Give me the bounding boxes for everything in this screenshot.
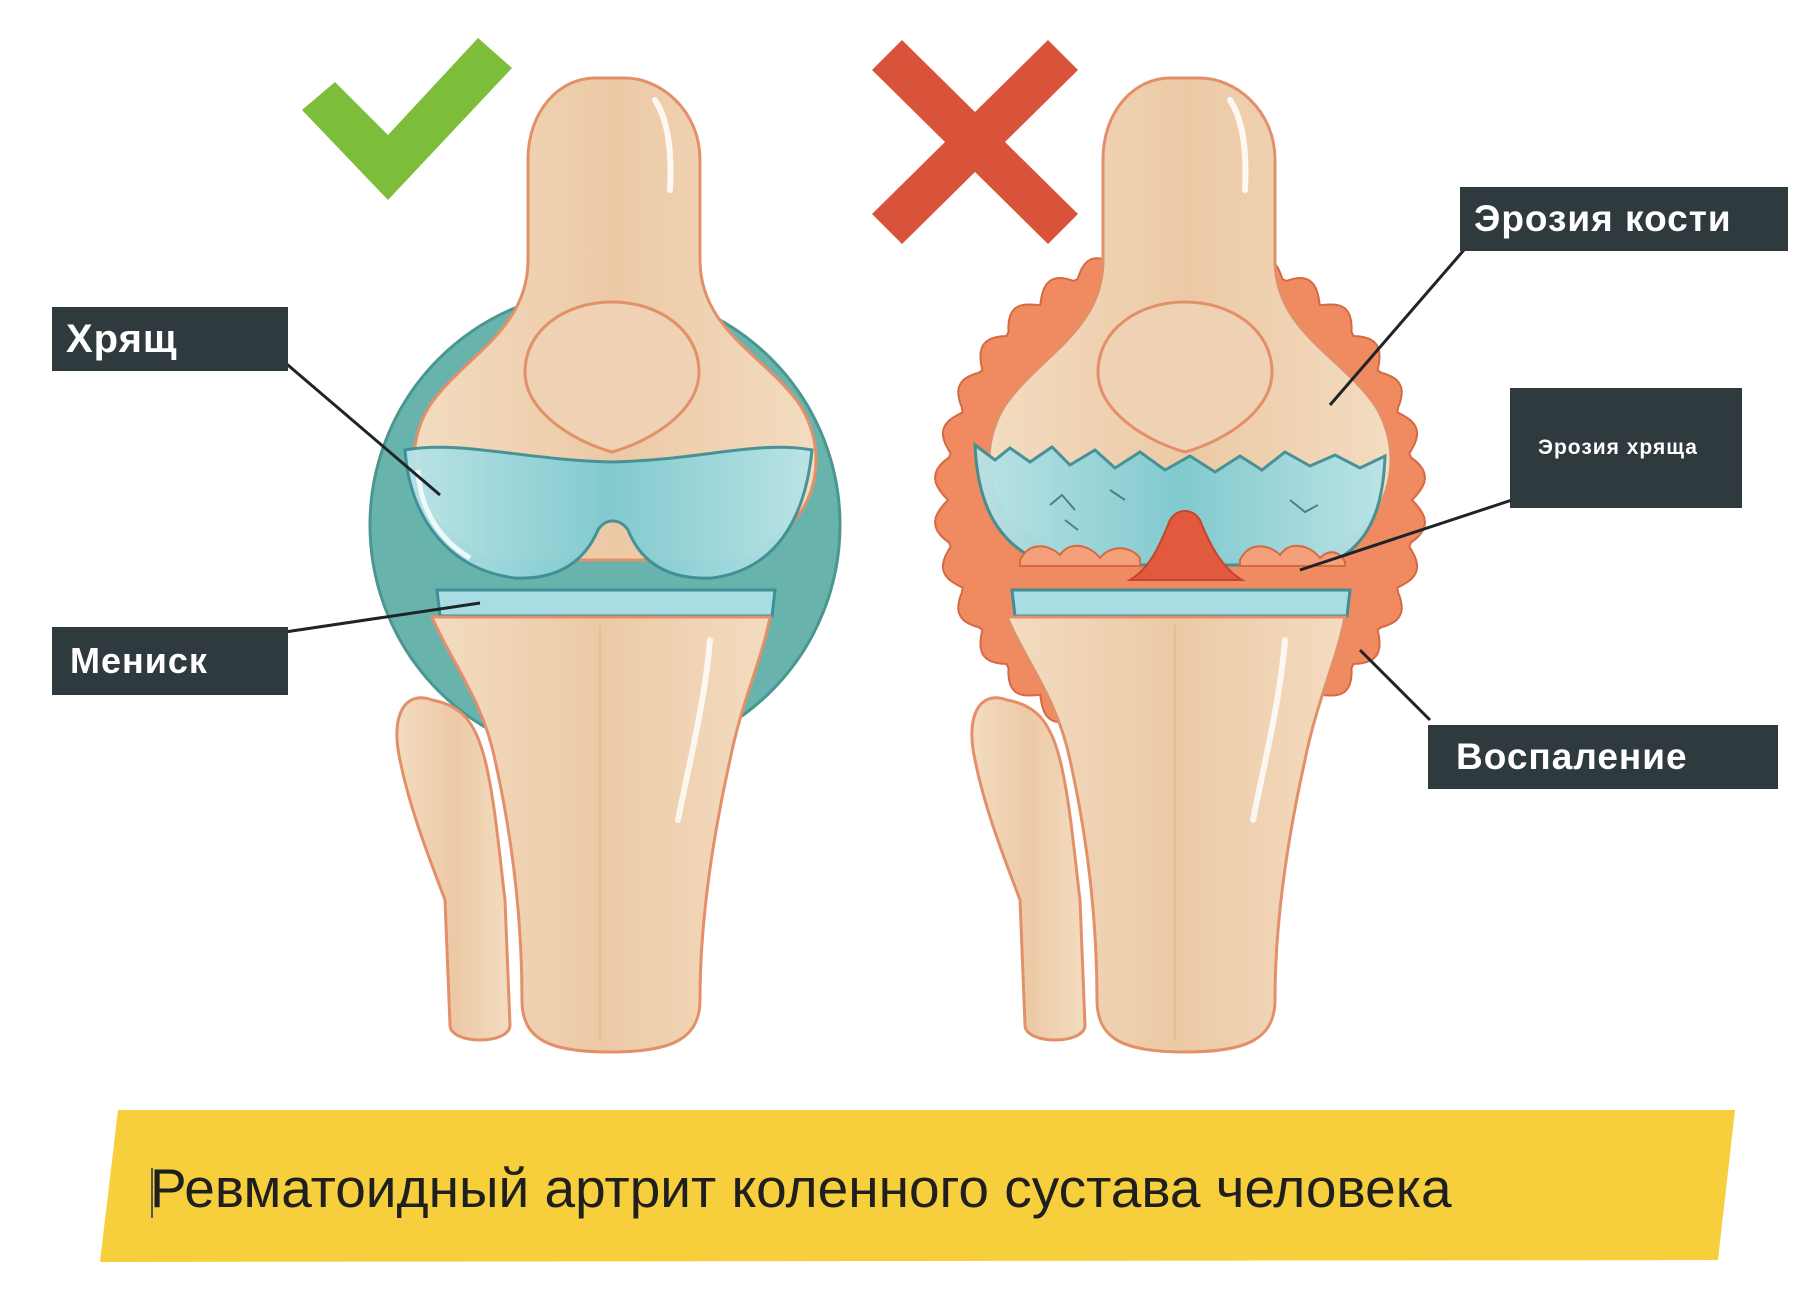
label-bone-erosion: Эрозия кости xyxy=(1460,187,1788,251)
meniscus-leader xyxy=(284,601,481,634)
diseased-knee xyxy=(872,40,1427,1054)
bone-erosion-bumps xyxy=(1019,544,1141,567)
label-cartilage-erosion: Эрозия хряща xyxy=(1510,388,1742,508)
label-meniscus-text: Мениск xyxy=(70,640,208,681)
label-inflammation-text: Воспаление xyxy=(1456,736,1688,777)
femur-highlight xyxy=(652,97,674,193)
meniscus xyxy=(1010,588,1352,618)
eroded-cartilage xyxy=(973,441,1387,567)
label-meniscus: Мениск xyxy=(52,627,288,695)
patella xyxy=(523,300,701,454)
patella xyxy=(1096,300,1274,454)
meniscus xyxy=(435,588,777,618)
cartilage-cracks xyxy=(1049,489,1319,531)
fibula-bone xyxy=(970,696,1087,1042)
checkmark-icon xyxy=(302,38,512,200)
label-bone-erosion-text: Эрозия кости xyxy=(1474,198,1732,239)
leader-lines xyxy=(281,242,1513,722)
fibula-bone xyxy=(395,696,512,1042)
cartilage xyxy=(403,445,814,580)
cartilage-highlight xyxy=(415,469,472,561)
label-cartilage-erosion-text: Эрозия хряща xyxy=(1538,436,1698,459)
femur-highlight xyxy=(1227,97,1249,193)
label-inflammation: Воспаление xyxy=(1428,725,1778,789)
pannus xyxy=(1126,510,1246,581)
bone-erosion-leader xyxy=(1328,242,1472,406)
cartilage-leader xyxy=(281,358,441,497)
label-cartilage-text: Хрящ xyxy=(66,316,178,361)
healthy-knee xyxy=(302,38,842,1054)
caption-text: Ревматоидный артрит коленного сустава че… xyxy=(150,1157,1452,1219)
cross-icon xyxy=(872,40,1078,244)
label-cartilage: Хрящ xyxy=(52,307,288,371)
caption-banner xyxy=(100,1110,1735,1262)
inflammation-leader xyxy=(1358,648,1432,722)
tibia-highlight xyxy=(675,637,713,823)
tibia-highlight xyxy=(1250,637,1288,823)
cartilage-erosion-leader xyxy=(1299,498,1513,572)
